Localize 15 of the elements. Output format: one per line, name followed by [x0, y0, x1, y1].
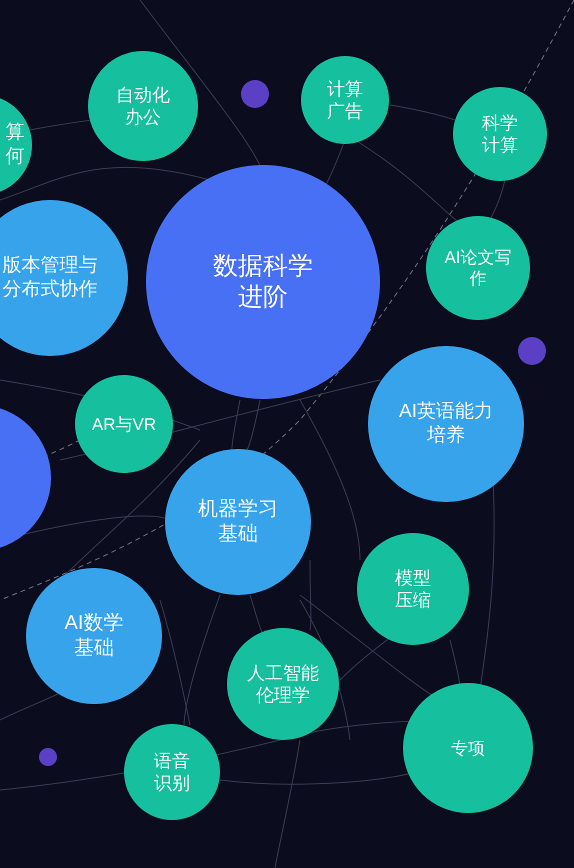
- topic-label: 模型压缩: [394, 566, 432, 612]
- topic-label: AR与VR: [90, 414, 158, 435]
- topic-label: 机器学习基础: [197, 497, 279, 547]
- topic-label: 版本管理与分布式协作: [2, 254, 98, 302]
- topic-label: 数据科学进阶: [212, 250, 314, 313]
- topic-label: AI英语能力培养: [398, 400, 494, 448]
- topic-label: 科学计算: [481, 112, 519, 156]
- topic-label: 算何: [4, 121, 26, 168]
- topic-label: 语音识别: [153, 750, 191, 794]
- topic-label: 自动化办公: [115, 84, 171, 128]
- topic-label: AI数学基础: [64, 611, 124, 661]
- topic-label: 计算广告: [326, 78, 364, 122]
- topic-label: 人工智能伦理学: [246, 662, 320, 706]
- topic-label: AI论文写作: [443, 246, 513, 289]
- topic-label: 专项: [450, 738, 486, 759]
